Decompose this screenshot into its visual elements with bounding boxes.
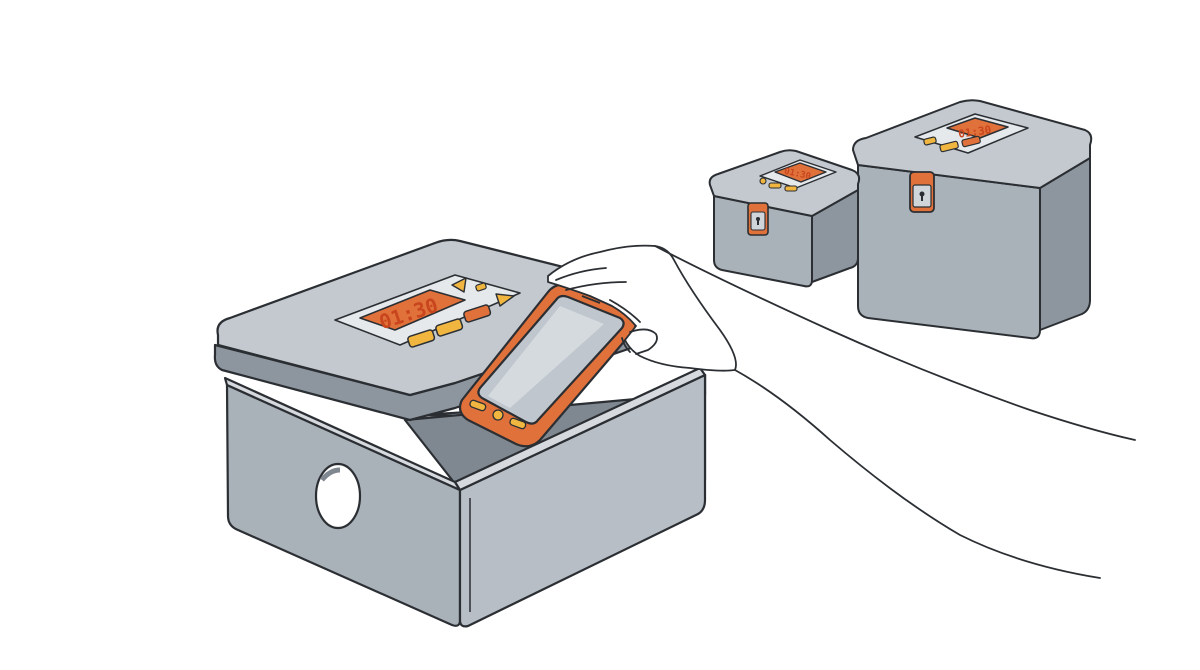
back-large-timer-text: 01:30 (957, 123, 992, 140)
front-box (223, 366, 707, 628)
back-large-box: 01:30 (852, 99, 1093, 340)
triangle-left-icon (451, 277, 467, 293)
back-small-box: 01:30 (708, 149, 861, 288)
padlock-icon (909, 171, 935, 213)
padlock-icon (747, 202, 769, 236)
front-box-lid: 01:30 (213, 238, 648, 422)
smartphone (458, 283, 637, 448)
side-hole (314, 462, 362, 530)
triangle-right-icon (495, 293, 515, 307)
hand-arm (547, 244, 1136, 579)
